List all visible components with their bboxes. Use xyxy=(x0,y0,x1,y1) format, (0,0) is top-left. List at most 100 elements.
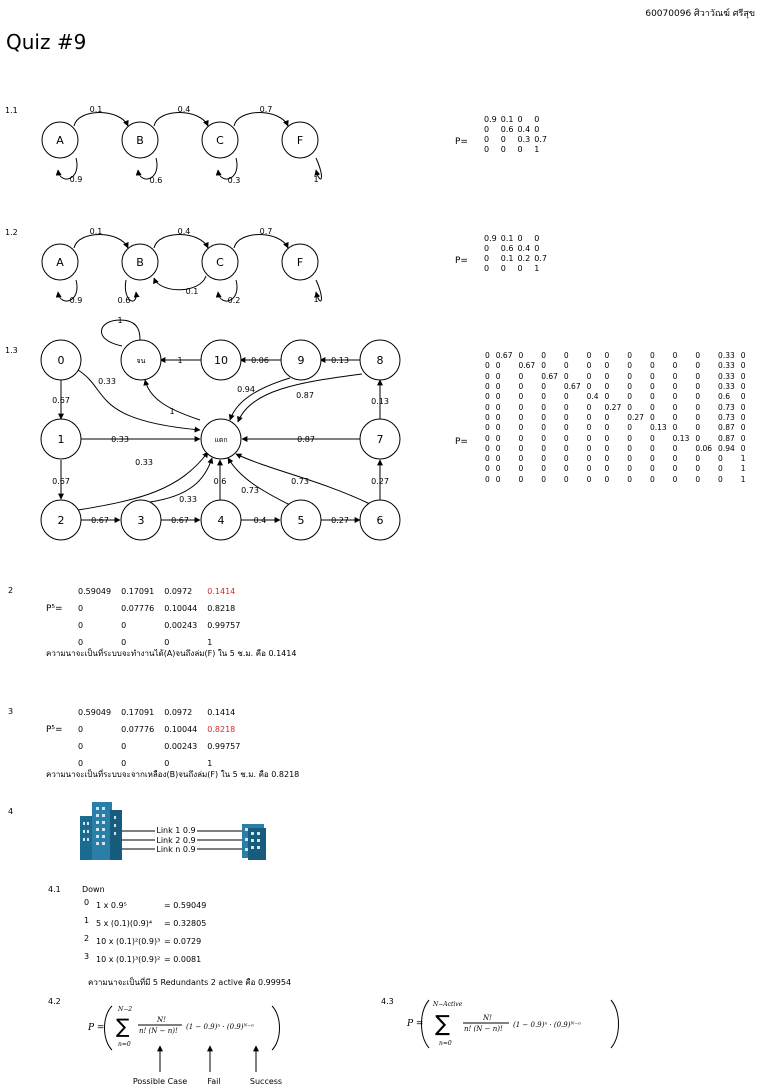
svg-text:1: 1 xyxy=(117,316,122,325)
node-b: B xyxy=(121,121,159,159)
svg-text:0.06: 0.06 xyxy=(251,356,269,365)
svg-text:(1 − 0.9)ⁿ · (0.9)ᴺ⁻ⁿ: (1 − 0.9)ⁿ · (0.9)ᴺ⁻ⁿ xyxy=(186,1023,254,1031)
svg-text:n=0: n=0 xyxy=(118,1041,131,1048)
matrix-label-1-1: P= xyxy=(455,137,468,147)
node-a: A xyxy=(41,121,79,159)
edge-label-c-f: 0.7 xyxy=(260,105,273,114)
svg-text:0.4: 0.4 xyxy=(178,227,191,236)
svg-text:0.13: 0.13 xyxy=(331,356,349,365)
node-1: 1 xyxy=(58,433,65,446)
svg-text:C: C xyxy=(216,256,224,269)
svg-text:F: F xyxy=(297,256,303,269)
svg-text:1: 1 xyxy=(177,356,182,365)
svg-text:0.7: 0.7 xyxy=(260,227,273,236)
edge-b-c xyxy=(153,112,209,127)
svg-text:∑: ∑ xyxy=(435,1012,450,1037)
svg-text:N−Active: N−Active xyxy=(432,1001,463,1008)
svg-text:n! (N − n)!: n! (N − n)! xyxy=(464,1025,503,1033)
node-8: 8 xyxy=(377,354,384,367)
svg-text:0.2: 0.2 xyxy=(228,296,241,305)
svg-text:A: A xyxy=(56,134,64,147)
svg-text:B: B xyxy=(136,256,144,269)
svg-text:0.87: 0.87 xyxy=(297,435,315,444)
svg-text:0.33: 0.33 xyxy=(111,435,129,444)
svg-text:∑: ∑ xyxy=(116,1014,130,1038)
svg-text:0.1: 0.1 xyxy=(186,287,199,296)
svg-text:A: A xyxy=(56,256,64,269)
down-heading: Down xyxy=(82,885,105,894)
loop-label-c: 0.3 xyxy=(228,176,241,185)
page-title: Quiz #9 xyxy=(6,30,87,54)
svg-text:0.67: 0.67 xyxy=(91,516,109,525)
svg-text:0.33: 0.33 xyxy=(98,377,116,386)
svg-text:0.67: 0.67 xyxy=(52,396,70,405)
svg-text:F: F xyxy=(297,134,303,147)
label-success: Success xyxy=(250,1077,282,1086)
svg-text:N!: N! xyxy=(482,1014,492,1022)
link-1-label: Link 1 0.9 xyxy=(156,826,195,835)
loop-f xyxy=(314,157,322,180)
edge-label-a-b: 0.1 xyxy=(90,105,103,114)
link-n-label: Link n 0.9 xyxy=(156,845,195,854)
markov-diagram-1-2: A B C F 0.1 0.4 0.7 0.1 0.9 0.6 0.2 1 xyxy=(41,227,322,305)
edge-a-b xyxy=(73,112,129,127)
node-c: C xyxy=(201,121,239,159)
svg-text:P =: P = xyxy=(87,1023,104,1033)
author-name: 60070096 ศิวาวัณฆ์ ศรีสุข xyxy=(645,9,755,19)
svg-text:n=0: n=0 xyxy=(439,1040,452,1047)
conclusion-4-1: ความนาจะเป็นที่มี 5 Redundants 2 active … xyxy=(88,978,292,987)
markov-diagram-1-3: 0 จน 10 9 8 1 แตก 7 2 3 4 5 6 1 1 0.06 0… xyxy=(40,316,401,541)
node-taek: แตก xyxy=(214,436,227,444)
section-number-4-3: 4.3 xyxy=(381,997,394,1006)
loop-label-f: 1 xyxy=(313,175,318,184)
svg-text:P =: P = xyxy=(406,1019,423,1029)
svg-text:0.73: 0.73 xyxy=(291,477,309,486)
formula-4-3: P = N−Active ∑ n=0 N! n! (N − n)! (1 − 0… xyxy=(406,999,619,1049)
section-number-1-3: 1.3 xyxy=(5,346,18,355)
svg-text:0.67: 0.67 xyxy=(171,516,189,525)
node-9: 9 xyxy=(298,354,305,367)
svg-text:0.27: 0.27 xyxy=(371,477,389,486)
edge-c-f xyxy=(233,112,289,127)
highlight-value: 0.8218 xyxy=(207,725,236,734)
loop-c xyxy=(215,157,238,180)
node-2: 2 xyxy=(58,514,65,527)
redundant-links-diagram: Link 1 0.9 Link 2 0.9 Link n 0.9 xyxy=(80,802,266,860)
node-f: F xyxy=(281,121,319,159)
building-left-icon xyxy=(80,802,122,860)
svg-text:0.27: 0.27 xyxy=(331,516,349,525)
loop-jon xyxy=(101,319,141,347)
svg-text:0.33: 0.33 xyxy=(135,458,153,467)
highlight-value: 0.1414 xyxy=(207,587,236,596)
loop-a xyxy=(55,157,78,180)
svg-text:1: 1 xyxy=(313,295,318,304)
svg-text:0.33: 0.33 xyxy=(179,495,197,504)
matrix-label-1-3: P= xyxy=(455,437,468,447)
section-number-1-2: 1.2 xyxy=(5,228,18,237)
node-0: 0 xyxy=(58,354,65,367)
matrix-label-1-2: P= xyxy=(455,256,468,266)
svg-text:0.9: 0.9 xyxy=(70,296,83,305)
svg-text:N!: N! xyxy=(156,1016,166,1024)
p5-label-3: P⁵= xyxy=(46,725,63,735)
svg-text:0.13: 0.13 xyxy=(371,397,389,406)
edge-label-b-c: 0.4 xyxy=(178,105,191,114)
svg-text:B: B xyxy=(136,134,144,147)
formula-4-2: P = N−2 ∑ n=0 N! n! (N − n)! (1 − 0.9)ⁿ … xyxy=(87,1005,282,1086)
svg-text:1: 1 xyxy=(169,407,174,416)
label-possible-case: Possible Case xyxy=(133,1077,187,1086)
node-6: 6 xyxy=(377,514,384,527)
svg-text:0.87: 0.87 xyxy=(296,391,314,400)
link-2-label: Link 2 0.9 xyxy=(156,836,195,845)
p5-label-2: P⁵= xyxy=(46,604,63,614)
node-7: 7 xyxy=(377,433,384,446)
node-10: 10 xyxy=(214,354,228,367)
svg-text:C: C xyxy=(216,134,224,147)
